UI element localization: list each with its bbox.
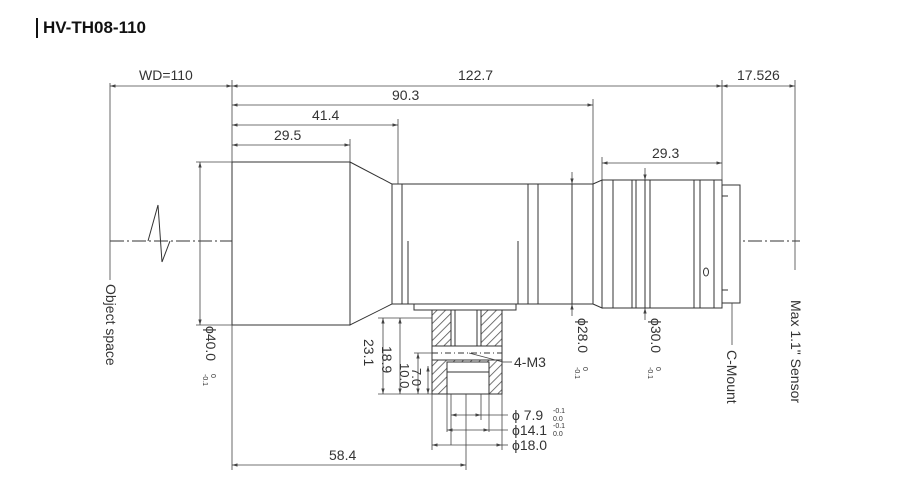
tol-phi-40-lower: -0.1 xyxy=(201,374,208,386)
dim-7-0: 7.0 xyxy=(409,368,424,386)
tol-phi-14-1-lower: 0.0 xyxy=(553,431,563,438)
label-thread: 4-M3 xyxy=(514,354,546,370)
page-title: HV-TH08-110 xyxy=(43,18,146,37)
dim-18-9: 18.9 xyxy=(379,346,395,373)
tol-phi-30-upper: 0 xyxy=(654,367,661,371)
tol-phi-14-1-upper: -0.1 xyxy=(553,423,565,430)
label-c-mount: C-Mount xyxy=(724,350,740,404)
label-sensor: Max 1.1" Sensor xyxy=(788,300,804,403)
dim-23-1: 23.1 xyxy=(361,339,377,366)
lens-body xyxy=(231,161,741,326)
dim-phi-7-9: ϕ 7.9 xyxy=(512,407,543,423)
dim-90-3: 90.3 xyxy=(392,87,419,103)
dim-41-4: 41.4 xyxy=(312,107,339,123)
dim-10-0: 10.0 xyxy=(397,363,412,388)
dim-wd: WD=110 xyxy=(139,67,193,83)
tol-phi-40-upper: 0 xyxy=(209,374,216,378)
dim-phi-18: ϕ18.0 xyxy=(512,437,547,453)
dim-phi-28: ϕ28.0 xyxy=(575,318,591,353)
title-block: HV-TH08-110 xyxy=(36,18,146,38)
vertical-dims xyxy=(196,161,733,395)
tol-phi-28-lower: -0.1 xyxy=(573,367,580,379)
break-mark xyxy=(147,204,171,263)
dim-total-length: 122.7 xyxy=(458,67,493,83)
dim-29-3: 29.3 xyxy=(652,145,679,161)
dim-29-5: 29.5 xyxy=(274,127,301,143)
tol-phi-30-lower: -0.1 xyxy=(646,367,653,379)
label-object-space: Object space xyxy=(103,284,119,366)
dim-phi-30: ϕ30.0 xyxy=(648,318,664,353)
dim-phi-14-1: ϕ14.1 xyxy=(512,422,547,438)
tol-phi-28-upper: 0 xyxy=(581,367,588,371)
dim-58-4: 58.4 xyxy=(329,447,356,463)
mount-block xyxy=(413,303,517,395)
tol-phi-7-9-upper: -0.1 xyxy=(553,408,565,415)
dim-sensor-distance: 17.526 xyxy=(737,67,780,83)
dim-phi-40: ϕ40.0 xyxy=(203,326,219,361)
horizontal-dims xyxy=(110,80,796,470)
title-bar xyxy=(36,18,38,38)
bottom-diameter-dims xyxy=(431,394,508,450)
tol-phi-7-9-lower: 0.0 xyxy=(553,416,563,423)
